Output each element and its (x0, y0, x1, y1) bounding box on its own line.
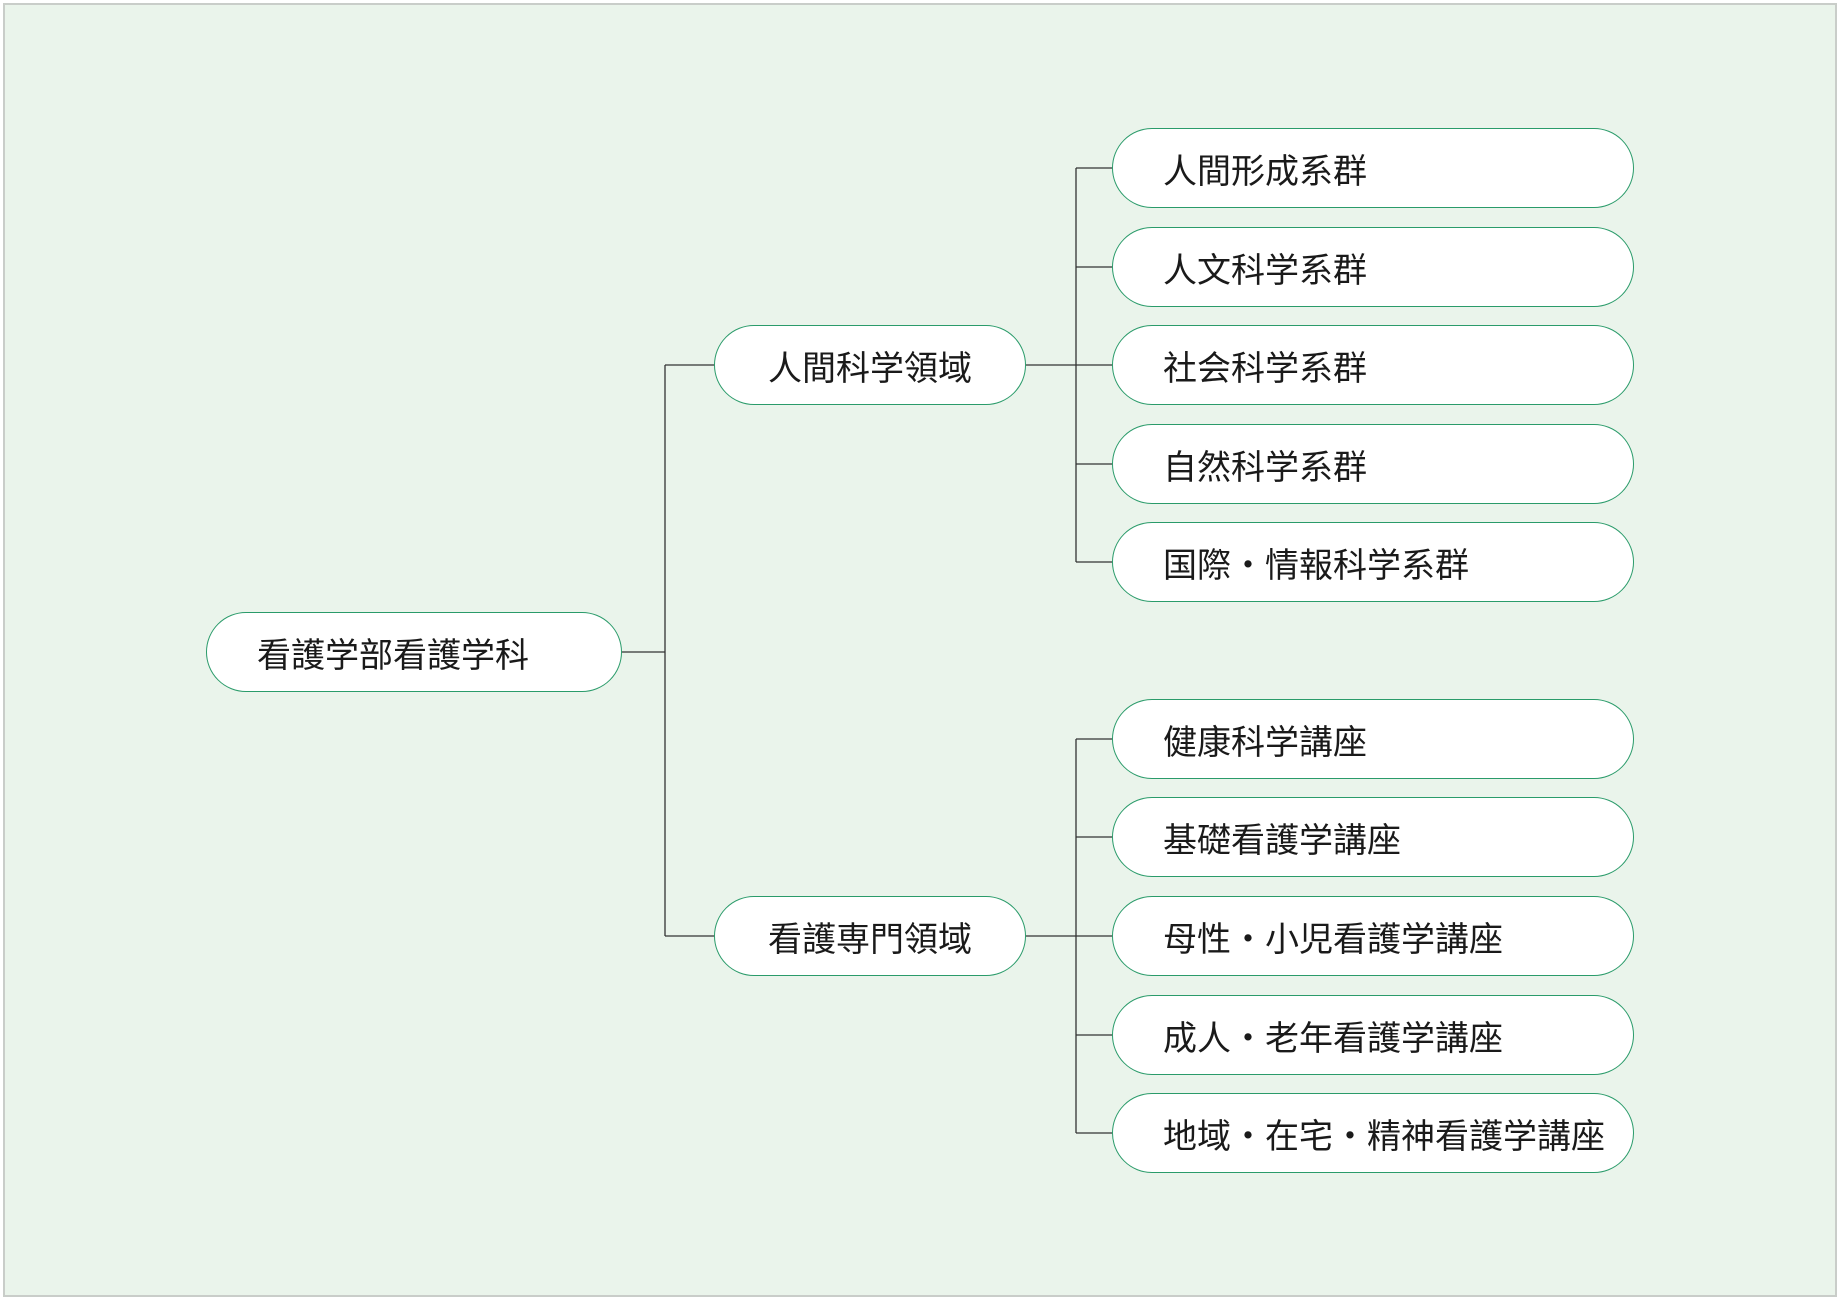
branch-node-label: 人間科学領域 (768, 348, 972, 389)
leaf-node-label: 国際・情報科学系群 (1163, 545, 1469, 586)
leaf-node: 自然科学系群 (1112, 424, 1634, 504)
root-node-label: 看護学部看護学科 (257, 635, 529, 676)
leaf-node: 基礎看護学講座 (1112, 797, 1634, 877)
leaf-node: 成人・老年看護学講座 (1112, 995, 1634, 1075)
leaf-node: 健康科学講座 (1112, 699, 1634, 779)
leaf-node-label: 地域・在宅・精神看護学講座 (1163, 1116, 1605, 1157)
leaf-node: 地域・在宅・精神看護学講座 (1112, 1093, 1634, 1173)
leaf-node-label: 社会科学系群 (1163, 348, 1367, 389)
leaf-node-label: 基礎看護学講座 (1163, 820, 1401, 861)
leaf-node: 母性・小児看護学講座 (1112, 896, 1634, 976)
root-node: 看護学部看護学科 (206, 612, 622, 692)
leaf-node-label: 人文科学系群 (1163, 250, 1367, 291)
leaf-node: 人文科学系群 (1112, 227, 1634, 307)
branch-node-human-science: 人間科学領域 (714, 325, 1026, 405)
branch-node-nursing-specialty: 看護専門領域 (714, 896, 1026, 976)
leaf-node-label: 母性・小児看護学講座 (1163, 919, 1503, 960)
leaf-node-label: 成人・老年看護学講座 (1163, 1018, 1503, 1059)
leaf-node: 国際・情報科学系群 (1112, 522, 1634, 602)
leaf-node-label: 人間形成系群 (1163, 151, 1367, 192)
leaf-node: 社会科学系群 (1112, 325, 1634, 405)
branch-node-label: 看護専門領域 (768, 919, 972, 960)
leaf-node: 人間形成系群 (1112, 128, 1634, 208)
leaf-node-label: 自然科学系群 (1163, 447, 1367, 488)
leaf-node-label: 健康科学講座 (1163, 722, 1367, 763)
